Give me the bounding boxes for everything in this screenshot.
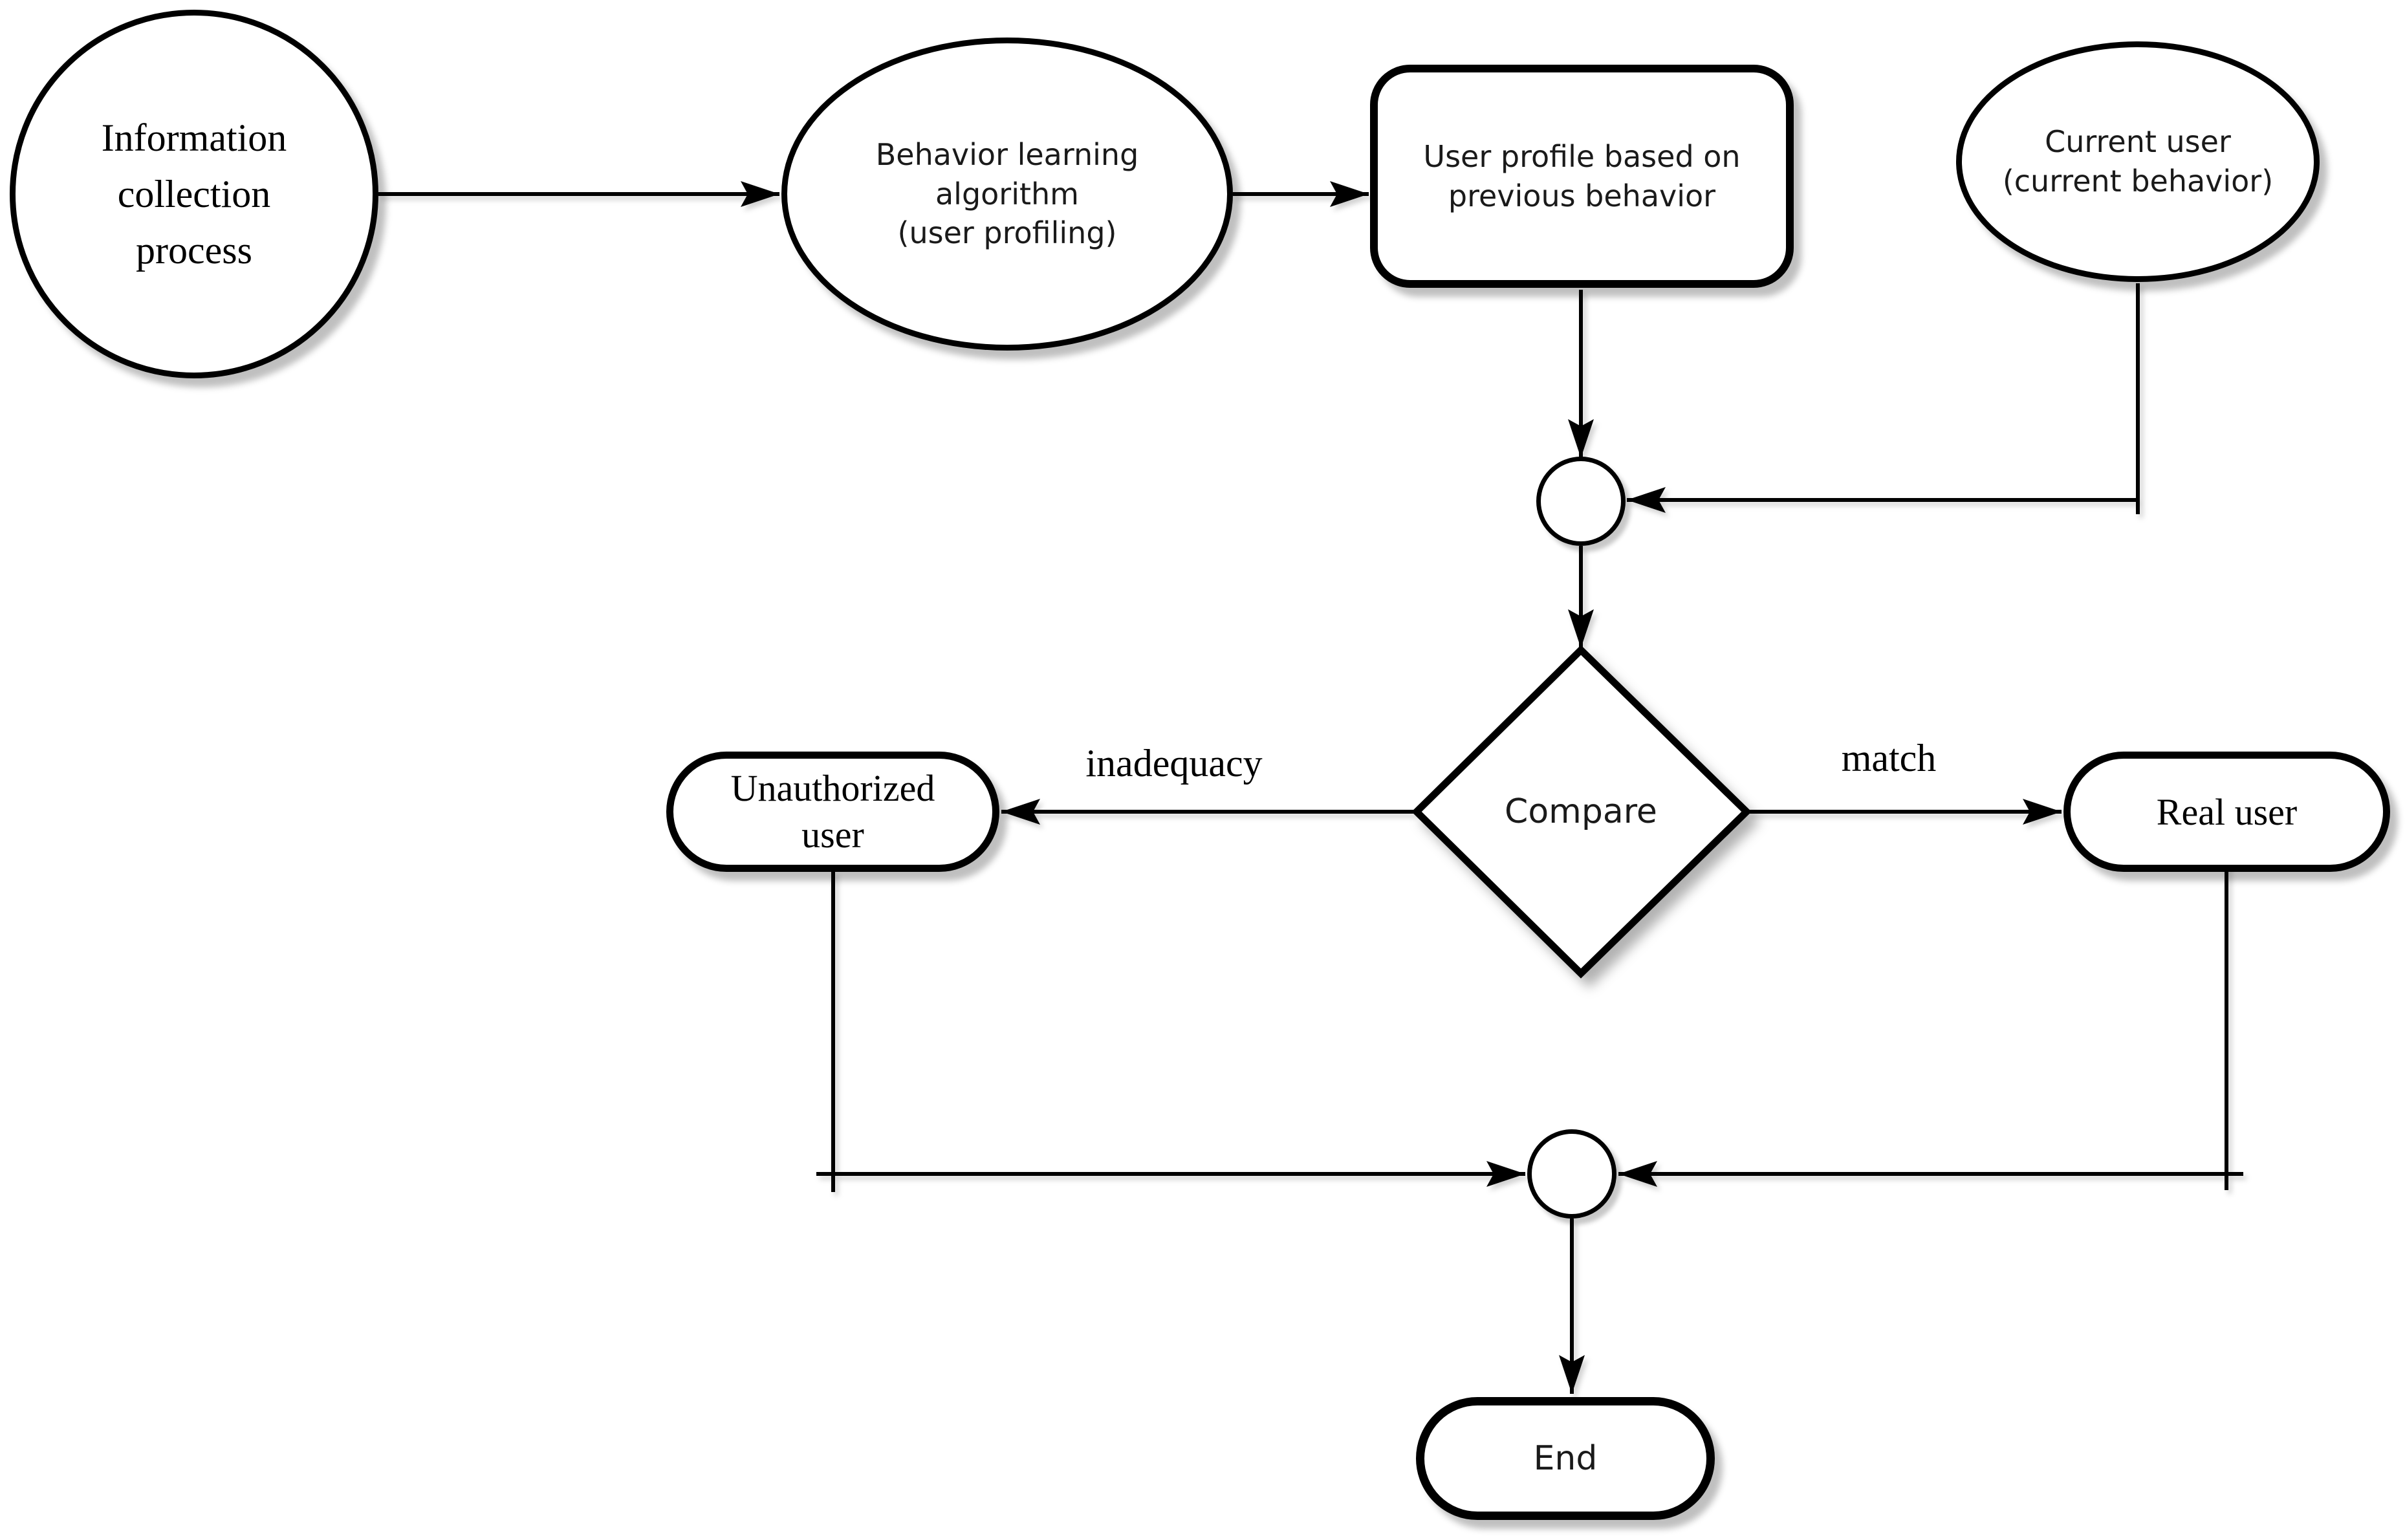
node-text-line: Real user (2156, 790, 2298, 833)
node-end: End (1416, 1397, 1715, 1520)
node-unauthorized-user: Unauthorized user (666, 752, 999, 872)
node-text-line: collection (117, 172, 271, 215)
node-text-line: Information (101, 116, 287, 159)
merge-junction-bottom (1527, 1129, 1616, 1219)
node-behavior-learning-algorithm: Behavior learning algorithm (user profil… (781, 38, 1233, 351)
edge-label-inadequacy: inadequacy (1085, 741, 1263, 785)
node-text-line: (user profiling) (897, 215, 1117, 251)
node-text-line: End (1533, 1439, 1598, 1478)
node-text-line: User profile based on (1423, 138, 1741, 174)
node-text-line: algorithm (935, 176, 1079, 211)
node-text-line: Unauthorized (730, 766, 935, 809)
compare-label: Compare (1505, 792, 1657, 831)
node-text-line: user (801, 814, 864, 856)
node-information-collection-process: Information collection process (10, 10, 378, 378)
node-current-user: Current user (current behavior) (1956, 41, 2320, 282)
merge-junction-top (1536, 457, 1626, 546)
node-text-line: Current user (2045, 124, 2231, 160)
edge-label-match: match (1841, 736, 1937, 779)
node-real-user: Real user (2063, 752, 2390, 872)
node-user-profile-previous-behavior: User profile based on previous behavior (1370, 65, 1794, 288)
node-text-line: previous behavior (1448, 178, 1716, 213)
compare-diamond-shape (1411, 645, 1752, 979)
node-text-line: process (136, 228, 252, 272)
node-text-line: (current behavior) (2002, 164, 2274, 199)
node-text-line: Behavior learning (875, 136, 1139, 172)
